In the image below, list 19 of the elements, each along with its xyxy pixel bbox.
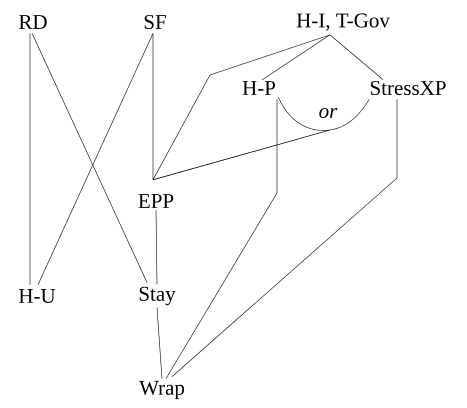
constraint-label: H-P: [242, 81, 276, 95]
connector-line: [156, 210, 158, 285]
connector-line: [172, 99, 398, 377]
connector-line: [330, 34, 384, 80]
constraint-label: StressXP: [370, 80, 446, 96]
or-label: or: [319, 108, 338, 118]
constraint-label: EPP: [138, 194, 174, 208]
constraint-label: SF: [144, 14, 166, 30]
constraint-label: Wrap: [139, 380, 184, 400]
constraint-label: H-I, T-Gov: [296, 13, 390, 31]
connector-line: [166, 98, 278, 379]
constraint-label: H-U: [18, 289, 56, 303]
connector-line: [156, 307, 162, 379]
connector-line: [152, 34, 330, 180]
constraint-label: RD: [19, 15, 47, 29]
constraint-label: Stay: [140, 286, 176, 306]
connector-line: [262, 34, 330, 80]
connector-line: [152, 99, 370, 180]
connector-line: [152, 33, 154, 180]
